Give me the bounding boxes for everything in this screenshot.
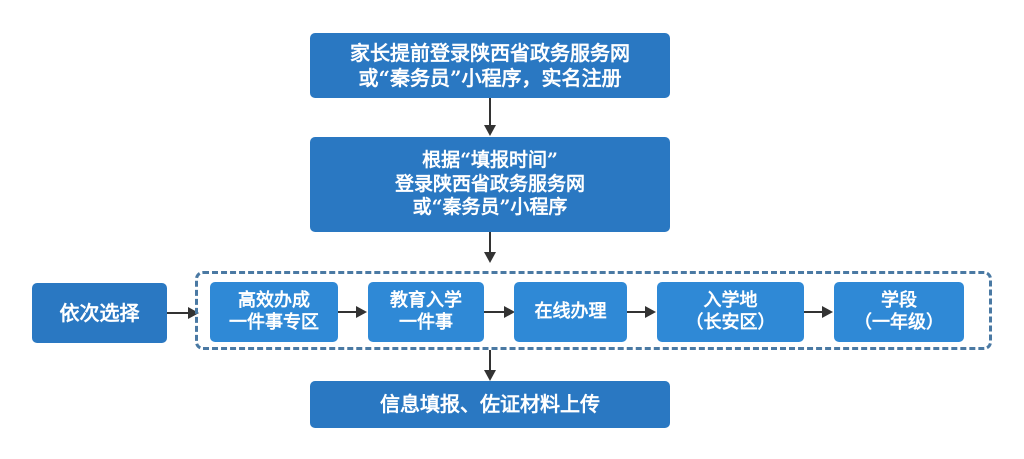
- arrow-right-icon: [822, 306, 833, 318]
- arrow-right-icon: [645, 306, 656, 318]
- option-education-enrollment: 教育入学 一件事: [368, 282, 484, 342]
- arrow-right-icon: [356, 306, 367, 318]
- arrow-down-icon: [484, 370, 496, 381]
- option-4-line-2: （长安区）: [685, 312, 776, 333]
- connector-select-group: [167, 312, 191, 314]
- step-upload-label: 信息填报、佐证材料上传: [380, 392, 600, 416]
- option-1-line-1: 高效办成: [238, 289, 310, 311]
- option-2-line-1: 教育入学: [390, 289, 462, 311]
- connector-opt4-opt5: [804, 311, 824, 313]
- selection-group-frame: [195, 271, 992, 350]
- option-4-line-1: 入学地: [703, 289, 758, 311]
- option-3-line-1: 在线办理: [534, 300, 607, 322]
- option-one-thing-zone: 高效办成 一件事专区: [210, 282, 338, 342]
- option-online-processing: 在线办理: [514, 282, 627, 342]
- arrow-right-icon: [188, 307, 199, 319]
- step-register-line-1: 家长提前登录陕西省政务服务网: [350, 40, 630, 65]
- option-school-stage: 学段 （一年级）: [834, 282, 964, 342]
- option-5-line-1: 学段: [881, 289, 917, 311]
- step-register-box: 家长提前登录陕西省政务服务网 或“秦务员”小程序，实名注册: [310, 33, 670, 98]
- arrow-down-icon: [484, 125, 496, 136]
- step-login-line-2: 登录陕西省政务服务网: [394, 172, 585, 195]
- connector-opt1-opt2: [338, 311, 358, 313]
- connector-1-2: [489, 98, 491, 126]
- step-upload-box: 信息填报、佐证材料上传: [310, 381, 670, 428]
- option-5-line-2: （一年级）: [854, 312, 944, 333]
- step-register-line-2: 或“秦务员”小程序，实名注册: [358, 65, 622, 90]
- arrow-down-icon: [484, 252, 496, 263]
- option-enrollment-location: 入学地 （长安区）: [657, 282, 804, 342]
- connector-opt2-opt3: [484, 311, 506, 313]
- select-sequence-box: 依次选择: [32, 283, 167, 343]
- connector-group-final: [489, 350, 491, 372]
- connector-2-group: [489, 232, 491, 254]
- step-login-line-3: 或“秦务员”小程序: [412, 196, 568, 219]
- arrow-right-icon: [504, 306, 515, 318]
- step-login-box: 根据“填报时间” 登录陕西省政务服务网 或“秦务员”小程序: [310, 137, 670, 232]
- connector-opt3-opt4: [627, 311, 647, 313]
- step-login-line-1: 根据“填报时间”: [422, 148, 558, 171]
- option-2-line-2: 一件事: [399, 312, 453, 333]
- option-1-line-2: 一件事专区: [229, 312, 319, 333]
- select-sequence-label: 依次选择: [59, 300, 140, 325]
